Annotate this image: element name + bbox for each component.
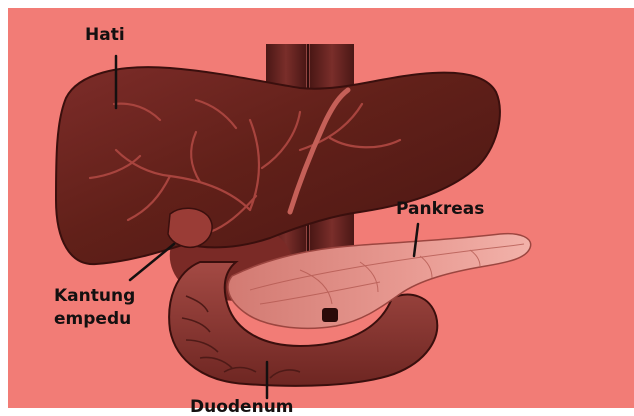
label-liver: Hati	[85, 26, 125, 45]
gallbladder-shape	[168, 208, 212, 247]
label-duodenum: Duodenum	[190, 398, 294, 416]
label-pancreas: Pankreas	[396, 200, 484, 219]
label-gallbladder-line1: Kantung	[54, 287, 135, 306]
liver-shape	[56, 67, 500, 264]
pancreatic-duct-mark	[322, 308, 338, 322]
label-gallbladder-line2: empedu	[54, 310, 131, 329]
